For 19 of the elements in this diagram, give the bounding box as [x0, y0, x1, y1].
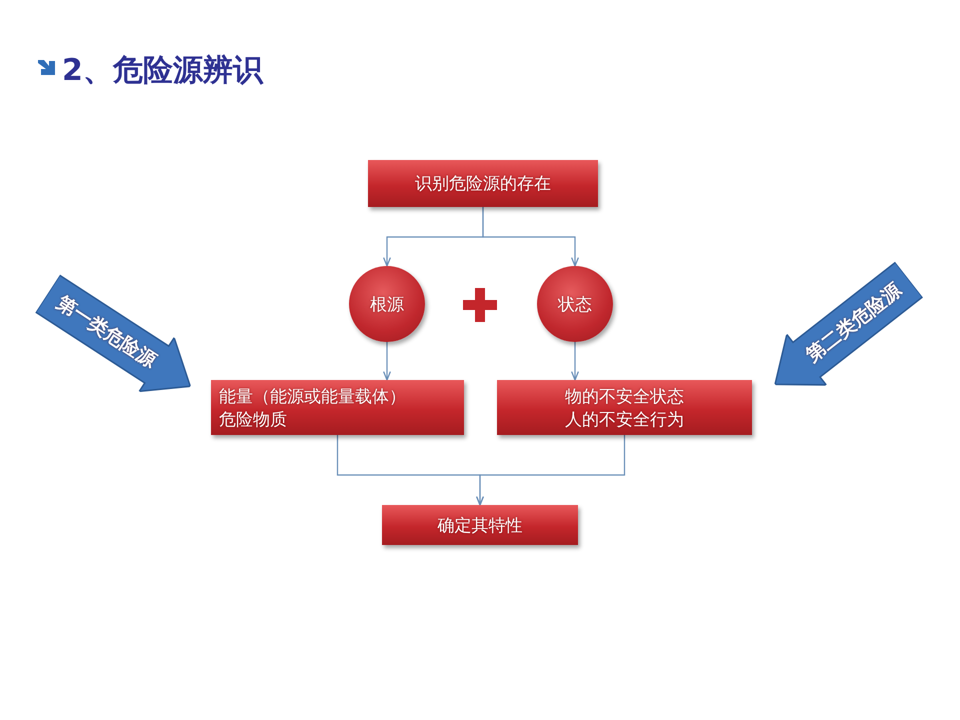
node-label: 危险物质	[219, 408, 287, 430]
node-label: 状态	[558, 294, 592, 316]
connector-arrow	[476, 435, 626, 506]
node-label: 根源	[370, 294, 404, 316]
connector-arrow	[482, 207, 579, 267]
process-box	[211, 380, 464, 435]
node-label: 第二类危险源	[801, 278, 906, 368]
process-box	[368, 160, 598, 207]
slide-title: 2、危险源辨识	[62, 52, 263, 90]
node-label: 物的不安全状态	[565, 386, 684, 408]
process-box	[382, 505, 578, 545]
node-label: 第一类危险源	[52, 290, 162, 374]
process-box	[497, 380, 752, 435]
node-label: 人的不安全行为	[565, 408, 684, 430]
connector-arrow	[383, 342, 391, 381]
connector-arrow	[571, 342, 579, 381]
node-label: 确定其特性	[438, 514, 522, 536]
node-label: 识别危险源的存在	[415, 173, 551, 195]
node-label: 能量（能源或能量载体）	[219, 386, 406, 408]
